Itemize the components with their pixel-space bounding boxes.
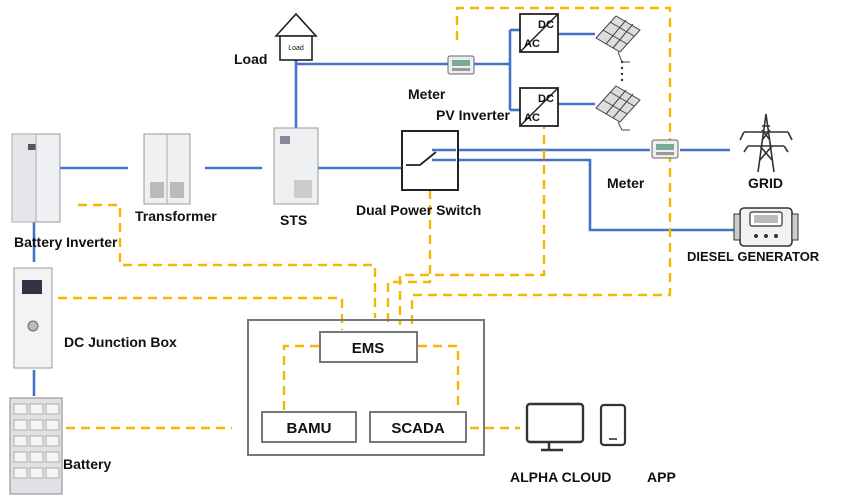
monitor-icon [525,402,585,452]
battery-label: Battery [63,456,111,472]
dots [620,60,624,82]
scada-label: SCADA [391,420,445,437]
pv-inverter-label: PV Inverter [436,107,510,123]
alpha-cloud-label: ALPHA CLOUD [510,469,611,485]
sts-label: STS [280,212,307,228]
house-label: Load [288,45,304,52]
inv2-dc: DC [538,93,554,105]
inverter-icon [519,87,559,127]
solar-panel-icon [595,85,641,131]
inv1-ac: AC [524,38,540,50]
house-icon [274,12,318,61]
transmission-tower-icon [739,113,793,173]
phone-icon [599,403,627,447]
bamu-box[interactable]: BAMU [261,411,357,443]
meter-top-label: Meter [408,86,446,102]
meter-right-label: Meter [607,175,645,191]
inv1-dc: DC [538,19,554,31]
cabinet-icon [273,127,319,205]
power-lines [32,28,735,396]
transformer-label: Transformer [135,208,217,224]
solar-panel-icon [595,15,641,63]
inv2-ac: AC [524,112,540,124]
dc-junction-box-label: DC Junction Box [64,334,177,350]
dual-power-switch-label: Dual Power Switch [356,202,481,218]
bamu-label: BAMU [287,420,332,437]
ems-label: EMS [352,340,385,357]
battery-inverter-label: Battery Inverter [14,234,118,250]
scada-box[interactable]: SCADA [369,411,467,443]
ems-box[interactable]: EMS [319,331,418,363]
cabinet-icon [13,267,53,369]
battery-rack-icon [9,397,63,495]
control-system-box [247,319,485,456]
load-label: Load [234,51,267,67]
app-label: APP [647,469,676,485]
meter-icon [447,55,475,75]
meter-icon [651,139,679,159]
diesel-label: DIESEL GENERATOR [687,249,820,264]
grid-label: GRID [748,175,783,191]
cabinet-icon [11,133,61,223]
generator-icon [733,207,799,247]
cabinet-icon [143,133,191,205]
inverter-icon [519,13,559,53]
switch-icon [401,130,459,191]
